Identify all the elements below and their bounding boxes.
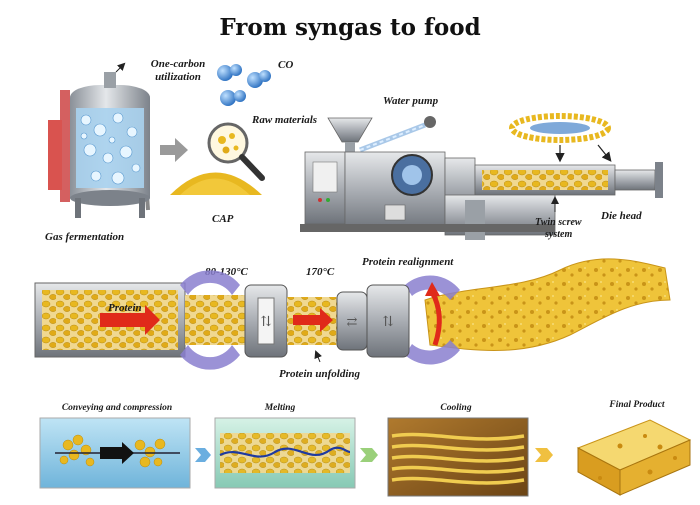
one-carbon-label: One-carbon xyxy=(151,58,205,70)
diagram-title: From syngas to food xyxy=(219,14,480,41)
screw-disk-1: ⇅ xyxy=(244,284,288,358)
svg-text:⇅: ⇅ xyxy=(382,314,394,330)
granule-cluster-1 xyxy=(185,295,245,345)
protein-label: Protein xyxy=(108,302,142,314)
cap-powder xyxy=(170,172,262,195)
svg-text:⇄: ⇄ xyxy=(347,315,358,330)
extruder-machine xyxy=(300,116,663,240)
fermentation-to-cap-arrow xyxy=(160,138,188,162)
step-4-label: Final Product xyxy=(608,400,665,410)
gas-fermentation-label: Gas fermentation xyxy=(45,231,124,243)
co-molecules xyxy=(217,64,271,106)
twin-screw-system-label: system xyxy=(544,229,572,240)
utilization-label: utilization xyxy=(155,71,201,83)
step-2-panel xyxy=(214,417,356,489)
step-3-label: Cooling xyxy=(440,403,471,413)
svg-text:⇅: ⇅ xyxy=(260,314,272,330)
fermentation-tank xyxy=(48,62,150,218)
step-3-panel xyxy=(387,417,529,497)
temperature-2: 170°C xyxy=(306,266,335,278)
step-1-label: Conveying and compression xyxy=(62,403,172,413)
unfolding-pointer xyxy=(314,350,322,363)
protein-realignment-label: Protein realignment xyxy=(362,256,454,268)
magnifier-icon xyxy=(207,122,265,181)
final-product-block xyxy=(576,419,692,496)
water-pump-label: Water pump xyxy=(383,95,439,107)
step-2-label: Melting xyxy=(264,403,296,413)
twin-screw-label: Twin screw xyxy=(535,217,582,228)
step-arrows xyxy=(195,448,553,462)
cap-label: CAP xyxy=(212,213,234,225)
protein-flow-arrow-2 xyxy=(293,308,333,332)
die-head-granules xyxy=(509,113,611,143)
screw-disk-2: ⇄ ⇅ xyxy=(336,284,410,358)
raw-materials-label: Raw materials xyxy=(251,114,317,126)
co-label: CO xyxy=(278,59,293,71)
die-head-label: Die head xyxy=(600,210,642,222)
protein-unfolding-label: Protein unfolding xyxy=(279,368,360,380)
extrudate-foam xyxy=(424,258,671,351)
die-head-right-arrow xyxy=(597,144,612,162)
protein-flow-arrow-1 xyxy=(100,305,160,335)
step-1-panel xyxy=(39,417,191,489)
